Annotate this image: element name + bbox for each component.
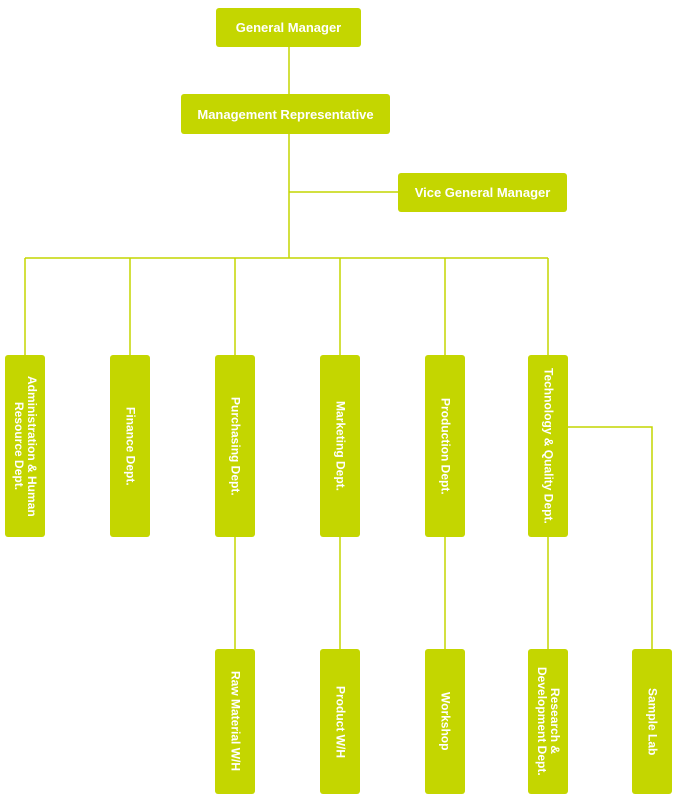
- node-label: Technology & Quality Dept.: [541, 368, 556, 524]
- node-vice-general-manager: Vice General Manager: [398, 173, 567, 212]
- node-label: Raw Material W/H: [228, 671, 243, 772]
- node-label: Sample Lab: [645, 687, 660, 756]
- line-tq-to-sample-lab: [568, 426, 653, 649]
- node-rd-dept: Research & Development Dept.: [528, 649, 568, 794]
- node-label: Administration & Human Resource Dept.: [12, 375, 39, 517]
- node-management-representative: Management Representative: [181, 94, 390, 134]
- node-tech-quality-dept: Technology & Quality Dept.: [528, 355, 568, 537]
- node-general-manager: General Manager: [216, 8, 361, 47]
- node-sample-lab: Sample Lab: [632, 649, 672, 794]
- node-marketing-dept: Marketing Dept.: [320, 355, 360, 537]
- node-production-dept: Production Dept.: [425, 355, 465, 537]
- node-label: Research & Development Dept.: [535, 667, 562, 776]
- node-label: Finance Dept.: [123, 406, 138, 486]
- node-label: Production Dept.: [438, 397, 453, 495]
- node-label: Marketing Dept.: [333, 400, 348, 491]
- node-finance-dept: Finance Dept.: [110, 355, 150, 537]
- node-label: Purchasing Dept.: [228, 396, 243, 496]
- node-purchasing-dept: Purchasing Dept.: [215, 355, 255, 537]
- node-workshop: Workshop: [425, 649, 465, 794]
- node-admin-hr-dept: Administration & Human Resource Dept.: [5, 355, 45, 537]
- node-label: Workshop: [438, 692, 453, 751]
- node-label: Product W/H: [333, 685, 348, 758]
- node-label: Vice General Manager: [414, 185, 551, 200]
- node-label: Management Representative: [197, 106, 374, 122]
- node-product-wh: Product W/H: [320, 649, 360, 794]
- node-label: General Manager: [235, 20, 342, 35]
- node-raw-material-wh: Raw Material W/H: [215, 649, 255, 794]
